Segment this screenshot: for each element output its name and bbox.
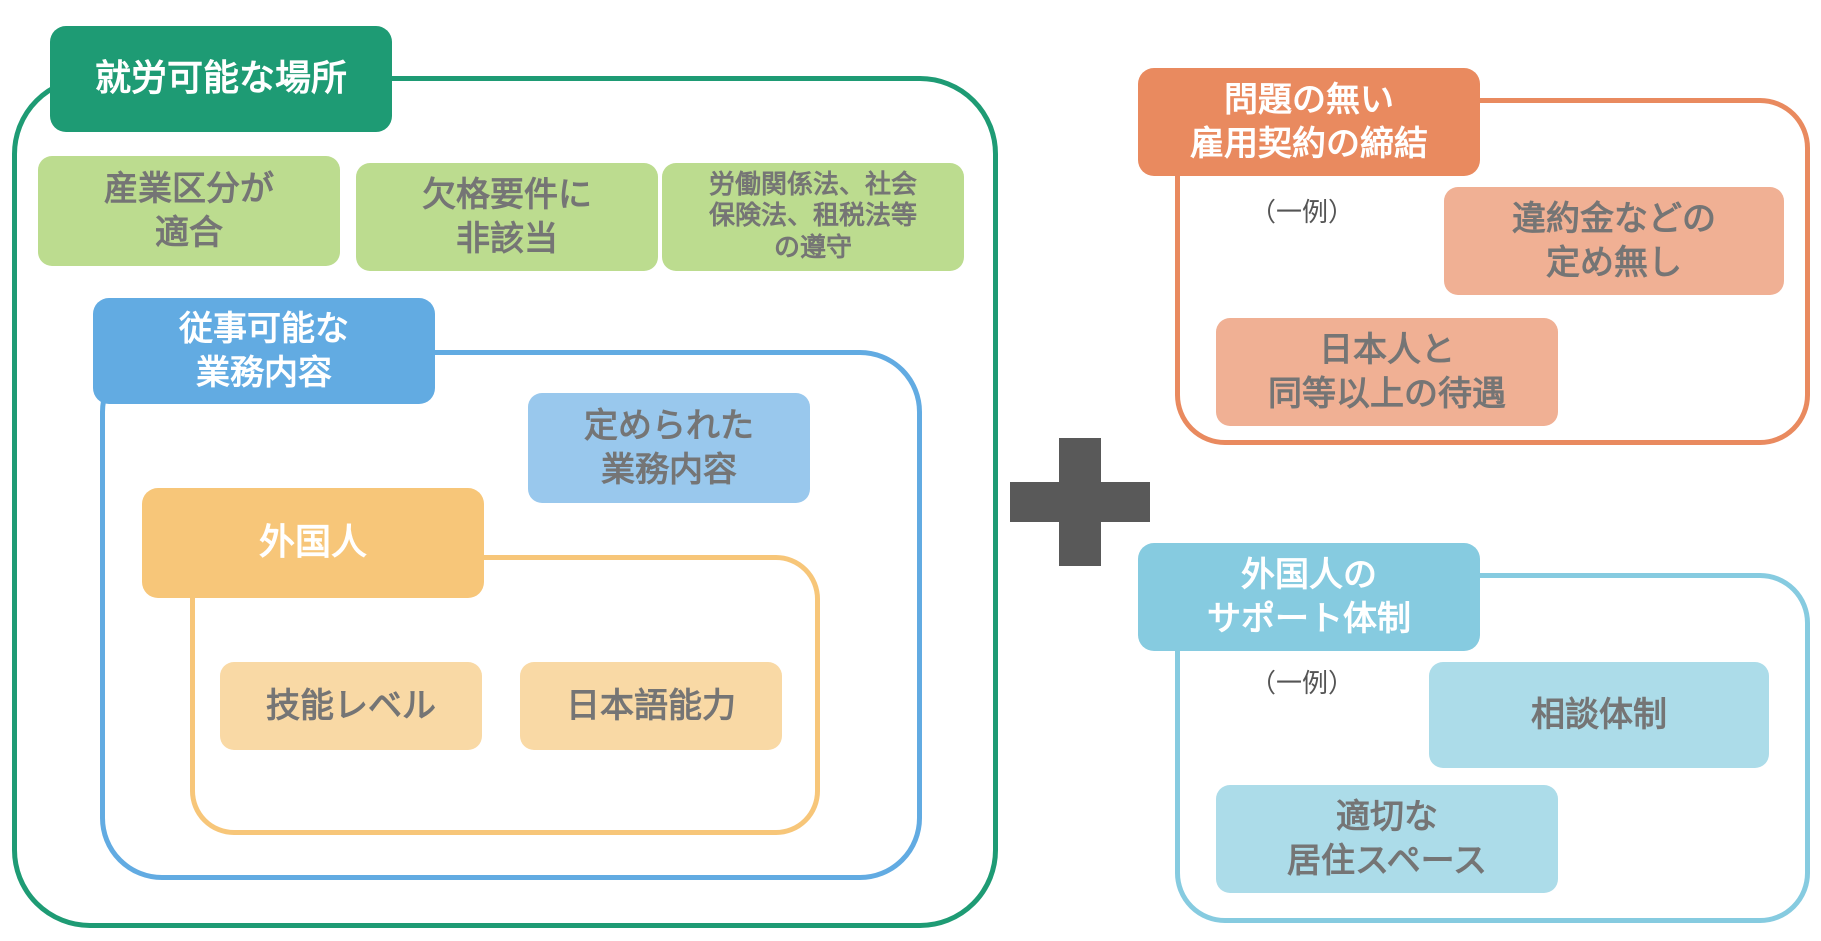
foreigner-title: 外国人 xyxy=(142,488,484,598)
plus-icon xyxy=(1010,438,1150,566)
condition-law-compliance: 労働関係法、社会 保険法、租税法等 の遵守 xyxy=(662,163,964,271)
support-example-note: （一例） xyxy=(1250,669,1355,699)
contract-equal-treatment-chip: 日本人と 同等以上の待遇 xyxy=(1216,318,1558,426)
condition-industry: 産業区分が 適合 xyxy=(38,156,340,266)
workplace-title: 就労可能な場所 xyxy=(50,26,392,132)
foreigner-japanese-chip: 日本語能力 xyxy=(520,662,782,750)
contract-penalty-chip: 違約金などの 定め無し xyxy=(1444,187,1784,295)
foreigner-skill-chip: 技能レベル xyxy=(220,662,482,750)
duties-defined-chip: 定められた 業務内容 xyxy=(528,393,810,503)
support-frame xyxy=(1175,573,1810,923)
support-title: 外国人の サポート体制 xyxy=(1138,543,1480,651)
foreigner-frame xyxy=(190,555,820,835)
contract-example-note: （一例） xyxy=(1250,198,1355,228)
duties-frame xyxy=(100,350,922,880)
contract-frame xyxy=(1175,98,1810,445)
workplace-frame xyxy=(12,76,998,928)
contract-title: 問題の無い 雇用契約の締結 xyxy=(1138,68,1480,176)
duties-title: 従事可能な 業務内容 xyxy=(93,298,435,404)
support-consultation-chip: 相談体制 xyxy=(1429,662,1769,768)
condition-disqualification: 欠格要件に 非該当 xyxy=(356,163,658,271)
support-housing-chip: 適切な 居住スペース xyxy=(1216,785,1558,893)
